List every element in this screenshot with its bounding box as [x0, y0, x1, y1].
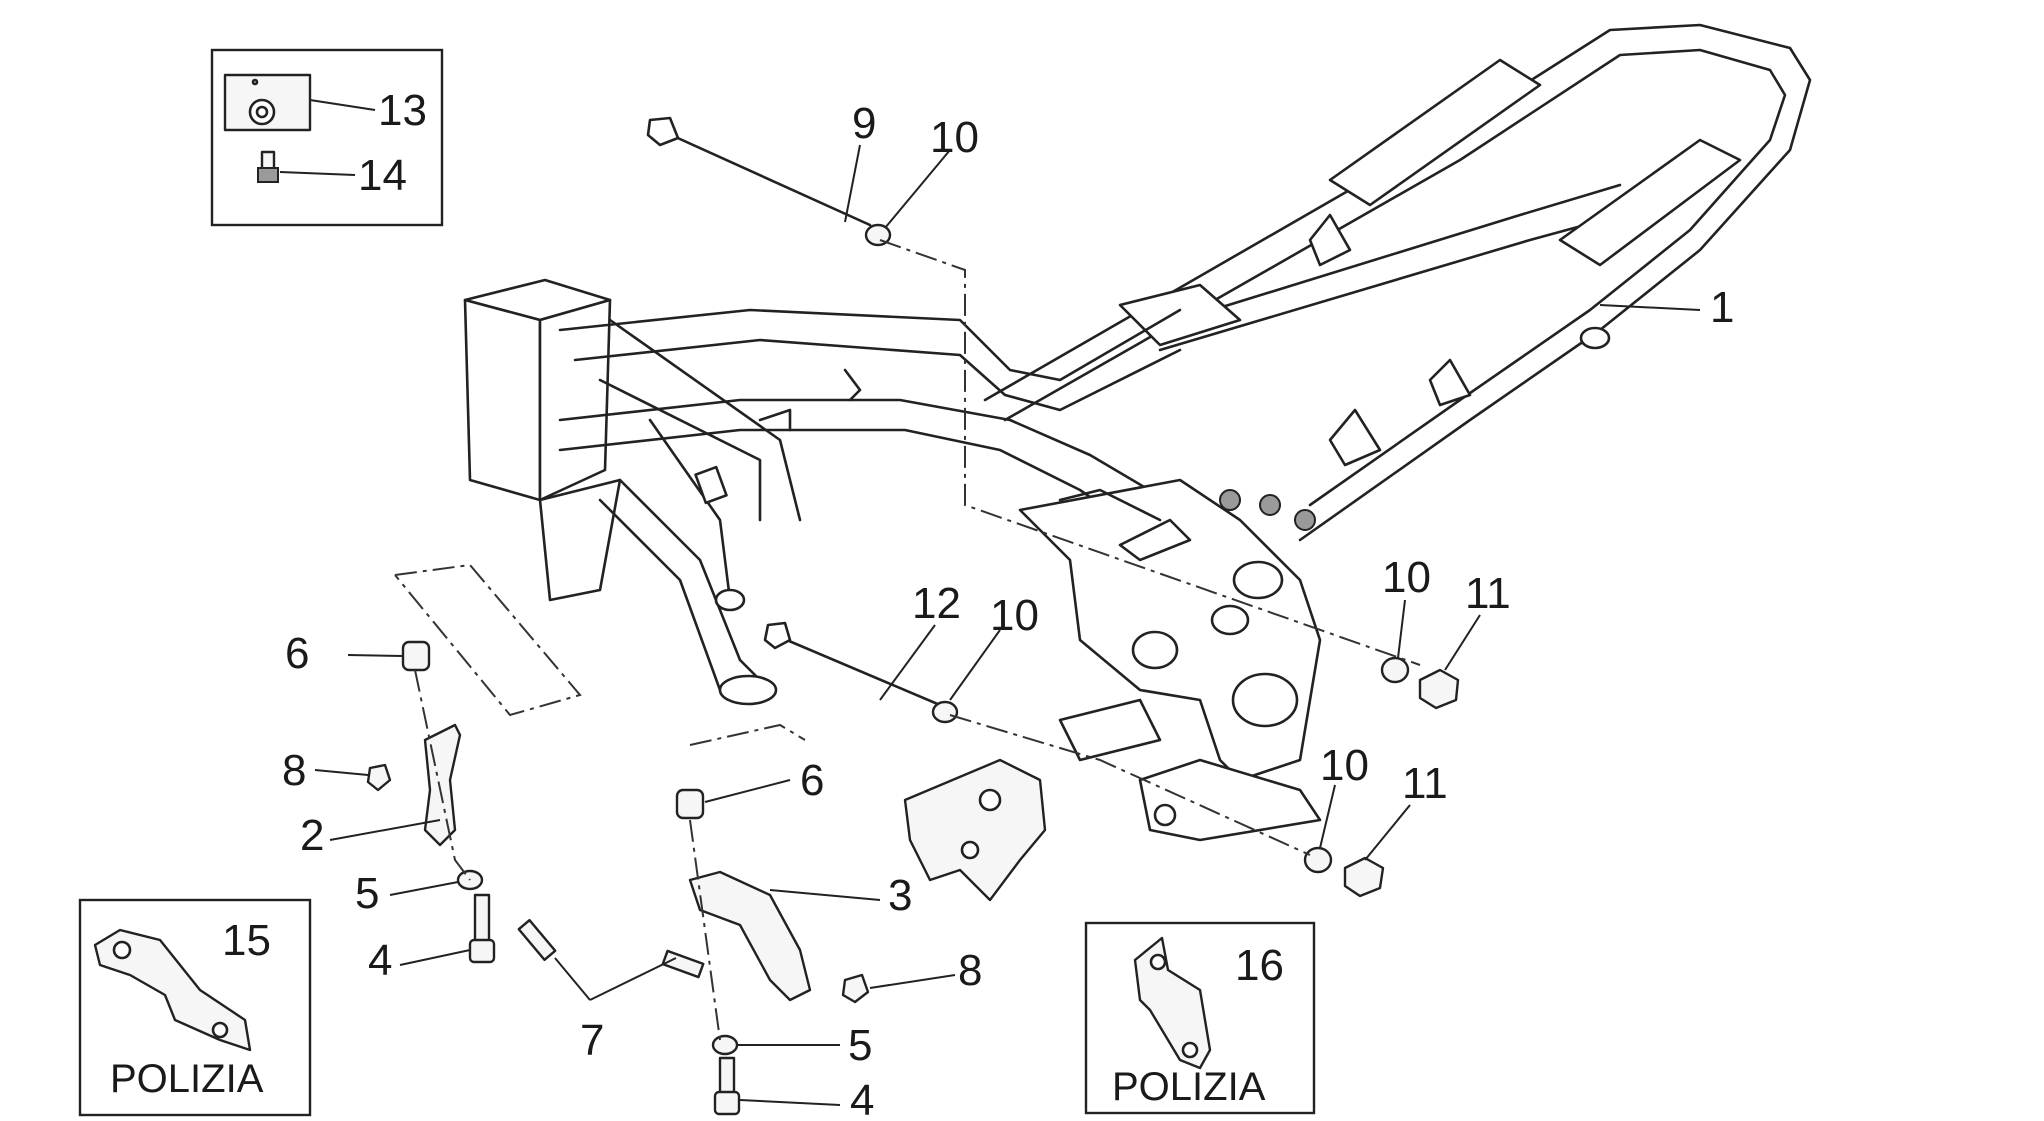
callout-10-top: 10	[930, 113, 979, 162]
inset-box-16	[1084, 921, 1316, 1115]
assembly-line-center-down	[689, 819, 721, 1041]
callout-8-left: 8	[282, 746, 306, 795]
washer-center	[711, 1034, 739, 1056]
inset-box-13-14	[210, 48, 444, 227]
inset-box-15	[78, 898, 312, 1117]
callout-12: 12	[912, 579, 961, 628]
bushing-left	[401, 640, 431, 672]
callout-4-left: 4	[368, 936, 392, 985]
callout-7: 7	[580, 1016, 604, 1065]
footrest-bracket-center	[688, 870, 812, 1002]
washer-lower	[931, 700, 959, 724]
washer-upper	[864, 223, 892, 247]
callout-15: 15	[222, 916, 271, 965]
callout-13: 13	[378, 86, 427, 135]
assembly-line-lower	[949, 714, 1311, 856]
leader-lines	[279, 99, 1701, 1106]
assembly-line-left-down	[414, 669, 471, 881]
pin-left	[517, 918, 557, 962]
callout-6-left: 6	[285, 629, 309, 678]
callout-11-upper: 11	[1465, 569, 1511, 618]
polizia-caption-right: POLIZIA	[1112, 1065, 1266, 1109]
footrest-bracket-ghost	[903, 758, 1047, 902]
plug-center	[841, 973, 870, 1004]
polizia-caption-left: POLIZIA	[110, 1057, 264, 1101]
callout-4-center: 4	[850, 1076, 874, 1121]
callout-10-right-upper: 10	[1382, 553, 1431, 602]
screw-left	[468, 893, 496, 964]
callout-5-center: 5	[848, 1021, 872, 1070]
assembly-line-left	[394, 563, 582, 717]
callout-1: 1	[1710, 283, 1734, 332]
washer-right-lower	[1303, 846, 1333, 874]
callout-6-center: 6	[800, 756, 824, 805]
callout-8-center: 8	[958, 946, 982, 995]
callout-9: 9	[852, 99, 876, 148]
assembly-line-center	[689, 723, 806, 746]
callout-3: 3	[888, 871, 912, 920]
long-bolt-upper	[646, 116, 872, 227]
screw-center	[713, 1056, 741, 1116]
washer-right-upper	[1380, 656, 1410, 684]
callout-5-left: 5	[355, 869, 379, 918]
callout-10-right-lower: 10	[1320, 741, 1369, 790]
nut-right-lower	[1343, 856, 1385, 898]
footrest-bracket-left	[423, 723, 462, 847]
callout-14: 14	[358, 151, 407, 200]
long-bolt-lower	[763, 621, 942, 707]
main-frame	[463, 23, 1812, 842]
callout-2: 2	[300, 811, 324, 860]
nut-right-upper	[1418, 668, 1460, 710]
callout-11-lower: 11	[1402, 759, 1448, 808]
pin-center	[661, 949, 705, 979]
assembly-line-upper	[879, 239, 1421, 666]
bushing-center	[675, 788, 705, 820]
callout-16: 16	[1235, 941, 1284, 990]
plug-left	[366, 763, 392, 792]
callout-10-mid: 10	[990, 591, 1039, 640]
